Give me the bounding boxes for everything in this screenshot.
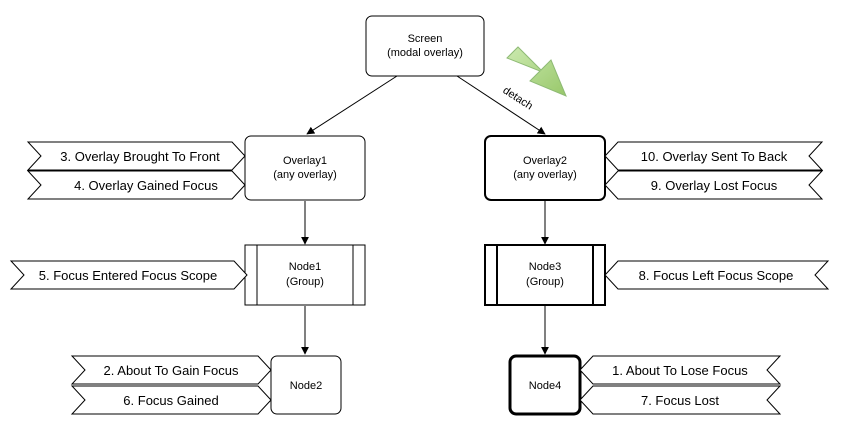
screen-node-title: Screen bbox=[408, 33, 443, 45]
node3-group: Node3 (Group) bbox=[484, 244, 606, 306]
tag-focus-gained: 6. Focus Gained bbox=[70, 385, 272, 415]
tag-overlay-lost-focus: 9. Overlay Lost Focus bbox=[604, 170, 824, 200]
tag-focus-entered-focus-scope: 5. Focus Entered Focus Scope bbox=[9, 260, 248, 290]
detach-arrow-icon bbox=[506, 46, 567, 97]
tag-focus-lost-label: 7. Focus Lost bbox=[641, 393, 719, 408]
tag-focus-gained-label: 6. Focus Gained bbox=[123, 393, 218, 408]
tag-about-to-gain-focus-label: 2. About To Gain Focus bbox=[104, 363, 239, 378]
tag-overlay-brought-to-front: 3. Overlay Brought To Front bbox=[26, 141, 246, 171]
node2-title: Node2 bbox=[290, 380, 322, 392]
overlay1-node: Overlay1 (any overlay) bbox=[244, 135, 366, 201]
tag-about-to-lose-focus: 1. About To Lose Focus bbox=[579, 355, 782, 385]
tag-focus-left-focus-scope-label: 8. Focus Left Focus Scope bbox=[639, 268, 794, 283]
connector-screen-overlay2 bbox=[456, 75, 546, 135]
overlay1-node-title: Overlay1 bbox=[283, 155, 327, 167]
node2-node: Node2 bbox=[270, 355, 342, 415]
tag-overlay-lost-focus-label: 9. Overlay Lost Focus bbox=[651, 178, 778, 193]
node4-title: Node4 bbox=[529, 380, 561, 392]
tag-overlay-gained-focus: 4. Overlay Gained Focus bbox=[26, 170, 246, 200]
overlay2-node-subtitle: (any overlay) bbox=[513, 169, 577, 181]
overlay2-node: Overlay2 (any overlay) bbox=[484, 135, 606, 201]
node1-title: Node1 bbox=[289, 261, 321, 273]
tag-focus-lost: 7. Focus Lost bbox=[579, 385, 782, 415]
node1-group: Node1 (Group) bbox=[244, 244, 366, 306]
tag-overlay-sent-to-back-label: 10. Overlay Sent To Back bbox=[641, 149, 788, 164]
overlay2-node-title: Overlay2 bbox=[523, 155, 567, 167]
tag-overlay-gained-focus-label: 4. Overlay Gained Focus bbox=[74, 178, 218, 193]
node1-subtitle: (Group) bbox=[286, 276, 324, 288]
tag-overlay-sent-to-back: 10. Overlay Sent To Back bbox=[604, 141, 824, 171]
connector-screen-overlay1 bbox=[306, 75, 398, 135]
tag-overlay-brought-to-front-label: 3. Overlay Brought To Front bbox=[60, 149, 220, 164]
overlay1-node-subtitle: (any overlay) bbox=[273, 169, 337, 181]
tag-focus-entered-focus-scope-label: 5. Focus Entered Focus Scope bbox=[39, 268, 217, 283]
node3-title: Node3 bbox=[529, 261, 561, 273]
tag-about-to-lose-focus-label: 1. About To Lose Focus bbox=[612, 363, 748, 378]
tag-focus-left-focus-scope: 8. Focus Left Focus Scope bbox=[604, 260, 830, 290]
tag-about-to-gain-focus: 2. About To Gain Focus bbox=[70, 355, 272, 385]
screen-node: Screen (modal overlay) bbox=[365, 15, 485, 77]
node4-node: Node4 bbox=[508, 354, 582, 416]
node3-subtitle: (Group) bbox=[526, 276, 564, 288]
screen-node-subtitle: (modal overlay) bbox=[387, 47, 463, 59]
